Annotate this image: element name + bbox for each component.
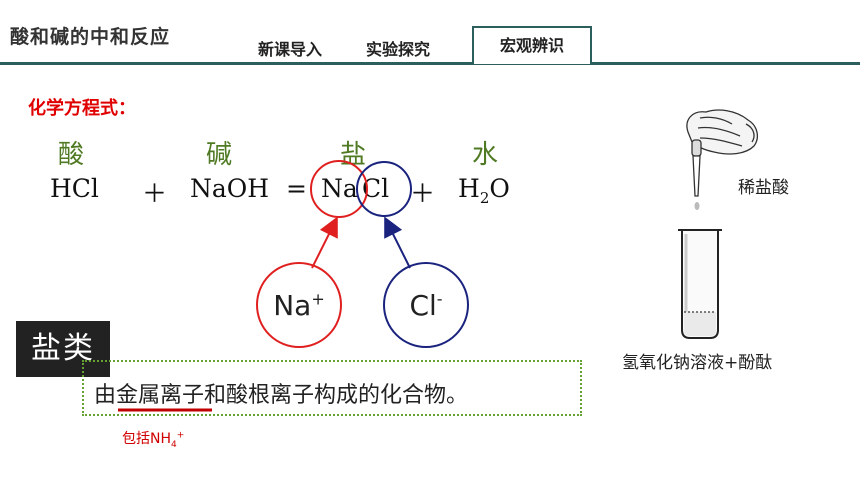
naoh-phenolphthalein-label: 氢氧化钠溶液+酚酞: [622, 353, 773, 373]
drop-icon: [694, 202, 700, 210]
experiment-apparatus: [678, 109, 759, 339]
header-divider: [0, 62, 860, 65]
test-tube-icon: [678, 229, 722, 339]
hand-dropper-icon: [686, 109, 759, 197]
tab-intro[interactable]: 新课导入: [258, 40, 323, 59]
formula-water: H2O: [458, 174, 510, 207]
underlined-metal-ion: 金属离子: [116, 383, 205, 408]
chloride-ion-circle: Cl-: [383, 262, 469, 348]
cl-highlight-circle: [356, 161, 412, 217]
definition-box: [82, 360, 582, 416]
formula-naoh: NaOH: [190, 174, 270, 203]
equals-sign: =: [286, 174, 307, 203]
formula-na: Na: [321, 174, 358, 203]
plus-sign-1: ＋: [142, 179, 168, 208]
dilute-hcl-label: 稀盐酸: [738, 178, 789, 198]
equation-section-label: 化学方程式：: [28, 98, 136, 119]
slide-title: 酸和碱的中和反应: [10, 26, 171, 48]
sodium-ion-circle: Na+: [256, 262, 342, 348]
na-arrow: [311, 216, 338, 269]
word-acid: 酸: [58, 140, 85, 170]
underline-mark: [118, 408, 212, 412]
tab-experiment[interactable]: 实验探究: [366, 40, 431, 59]
salt-definition: 由金属离子和酸根离子构成的化合物。: [94, 383, 469, 408]
plus-sign-2: ＋: [410, 179, 436, 208]
salt-category-tag: 盐类: [16, 321, 110, 377]
ammonium-note: 包括NH4+: [122, 430, 185, 450]
word-base: 碱: [206, 140, 233, 170]
formula-hcl: HCl: [50, 174, 99, 203]
word-water: 水: [472, 140, 499, 170]
na-highlight-circle: [310, 160, 368, 218]
tab-macro-identification[interactable]: 宏观辨识: [472, 26, 592, 64]
cl-arrow: [384, 216, 411, 269]
